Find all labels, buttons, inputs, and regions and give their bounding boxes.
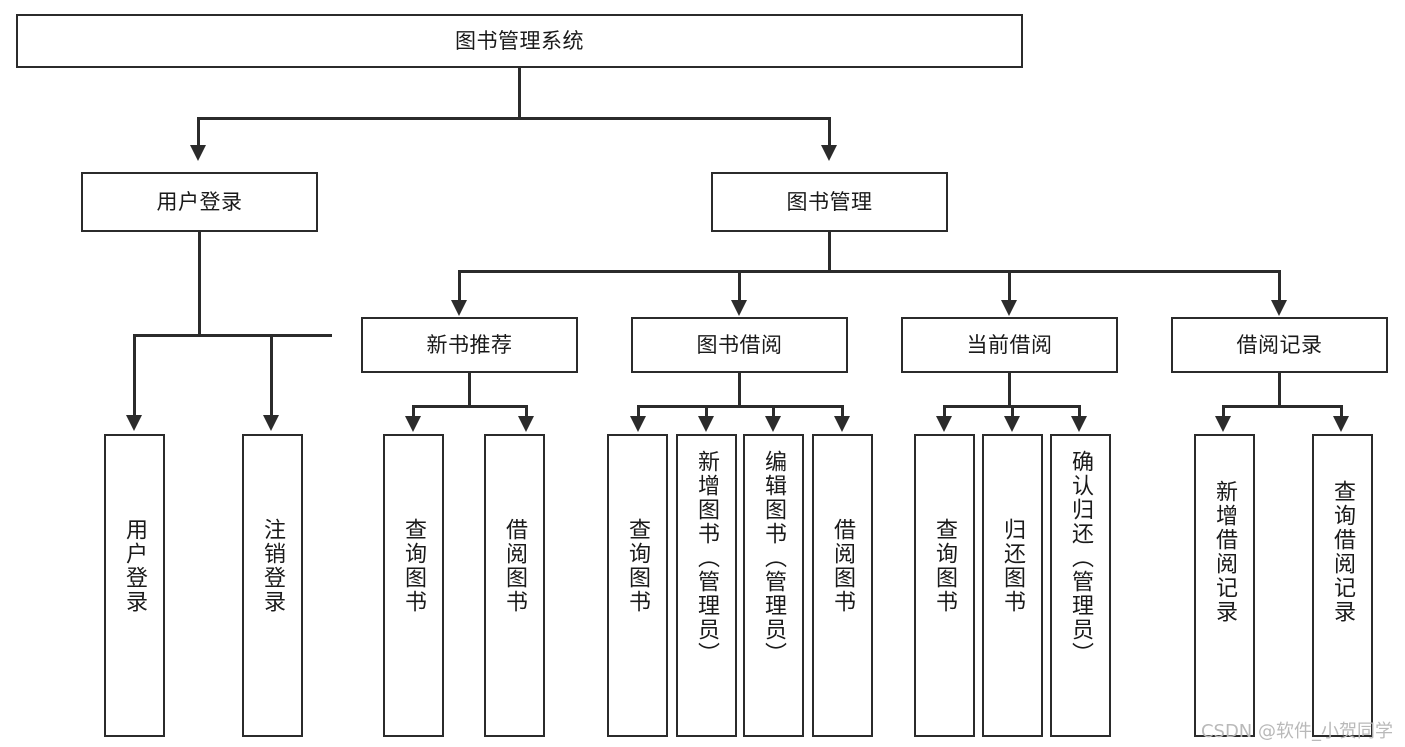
arrow-to-new-book-recommend — [451, 300, 467, 316]
arrow-to-leaf-logout — [263, 415, 279, 431]
connector-cb-to-leaf-2 — [1078, 405, 1081, 417]
arrow-to-book-management — [821, 145, 837, 161]
connector-borrow-record-bus — [1222, 405, 1342, 408]
node-label: 当前借阅 — [966, 332, 1053, 357]
connector-bb-to-leaf-0 — [637, 405, 640, 417]
arrow-to-leaf-add-record — [1215, 416, 1231, 432]
node-label: 查询图书 — [932, 518, 958, 614]
leaf-borrow-book-borrow[interactable]: 借阅图书 — [812, 434, 873, 737]
connector-bm-to-current-borrow — [1008, 270, 1011, 301]
connector-book-borrow-stem — [738, 373, 741, 407]
connector-user-login-to-leaf-0 — [133, 334, 136, 416]
arrow-to-current-borrow — [1001, 300, 1017, 316]
connector-cb-to-leaf-1 — [1011, 405, 1014, 417]
arrow-to-user-login — [190, 145, 206, 161]
connector-book-management-stem — [828, 232, 831, 272]
node-root-book-management-system[interactable]: 图书管理系统 — [16, 14, 1023, 68]
leaf-add-book-admin[interactable]: 新增图书（管理员） — [676, 434, 737, 737]
leaf-add-borrow-record[interactable]: 新增借阅记录 — [1194, 434, 1255, 737]
node-label: 借阅图书 — [502, 518, 528, 614]
leaf-confirm-return-admin[interactable]: 确认归还（管理员） — [1050, 434, 1111, 737]
arrow-to-leaf-user-login — [126, 415, 142, 431]
connector-bb-to-leaf-2 — [772, 405, 775, 417]
connector-new-book-to-leaf-1 — [525, 405, 528, 417]
arrow-to-leaf-edit-book — [765, 416, 781, 432]
arrow-to-leaf-borrow-book-2 — [834, 416, 850, 432]
connector-root-bus — [197, 117, 831, 120]
node-book-management[interactable]: 图书管理 — [711, 172, 948, 232]
leaf-user-login[interactable]: 用户登录 — [104, 434, 165, 737]
connector-br-to-leaf-1 — [1340, 405, 1343, 417]
leaf-query-book-current[interactable]: 查询图书 — [914, 434, 975, 737]
leaf-query-borrow-record[interactable]: 查询借阅记录 — [1312, 434, 1373, 737]
connector-user-login-to-leaf-1 — [270, 334, 273, 416]
connector-new-book-to-leaf-0 — [412, 405, 415, 417]
connector-user-login-stem — [198, 232, 201, 336]
connector-bm-to-book-borrow — [738, 270, 741, 301]
arrow-to-borrow-record — [1271, 300, 1287, 316]
node-label: 查询借阅记录 — [1330, 480, 1356, 624]
connector-root-to-user-login — [197, 117, 200, 145]
arrow-to-leaf-query-book-3 — [936, 416, 952, 432]
connector-user-login-bus — [133, 334, 332, 337]
node-borrow-record[interactable]: 借阅记录 — [1171, 317, 1388, 373]
node-label: 借阅图书 — [830, 518, 856, 614]
node-label: 查询图书 — [401, 518, 427, 614]
connector-borrow-record-stem — [1278, 373, 1281, 407]
connector-cb-to-leaf-0 — [943, 405, 946, 417]
node-label: 用户登录 — [156, 189, 243, 214]
connector-bm-to-borrow-record — [1278, 270, 1281, 301]
node-label: 查询图书 — [625, 518, 651, 614]
connector-bm-to-new-book — [458, 270, 461, 301]
arrow-to-leaf-query-record — [1333, 416, 1349, 432]
node-label: 用户登录 — [122, 518, 148, 614]
leaf-return-book[interactable]: 归还图书 — [982, 434, 1043, 737]
leaf-borrow-book-recommend[interactable]: 借阅图书 — [484, 434, 545, 737]
arrow-to-book-borrow — [731, 300, 747, 316]
connector-book-borrow-bus — [637, 405, 843, 408]
node-label: 新增借阅记录 — [1212, 480, 1238, 624]
connector-br-to-leaf-0 — [1222, 405, 1225, 417]
leaf-query-book-recommend[interactable]: 查询图书 — [383, 434, 444, 737]
leaf-logout[interactable]: 注销登录 — [242, 434, 303, 737]
node-book-borrow[interactable]: 图书借阅 — [631, 317, 848, 373]
node-label: 编辑图书（管理员） — [761, 450, 787, 666]
node-label: 借阅记录 — [1236, 332, 1323, 357]
connector-new-book-bus — [412, 405, 527, 408]
connector-new-book-stem — [468, 373, 471, 407]
node-label: 图书管理 — [786, 189, 873, 214]
node-label: 图书管理系统 — [455, 28, 584, 53]
arrow-to-leaf-borrow-book-1 — [518, 416, 534, 432]
node-new-book-recommend[interactable]: 新书推荐 — [361, 317, 578, 373]
node-user-login[interactable]: 用户登录 — [81, 172, 318, 232]
connector-root-stem — [518, 68, 521, 118]
connector-bb-to-leaf-3 — [841, 405, 844, 417]
arrow-to-leaf-add-book — [698, 416, 714, 432]
connector-current-borrow-stem — [1008, 373, 1011, 407]
connector-root-to-book-management — [828, 117, 831, 145]
leaf-query-book-borrow[interactable]: 查询图书 — [607, 434, 668, 737]
node-label: 图书借阅 — [696, 332, 783, 357]
arrow-to-leaf-return-book — [1004, 416, 1020, 432]
leaf-edit-book-admin[interactable]: 编辑图书（管理员） — [743, 434, 804, 737]
connector-book-management-bus — [458, 270, 1280, 273]
node-label: 确认归还（管理员） — [1068, 450, 1094, 666]
node-label: 新书推荐 — [426, 332, 513, 357]
arrow-to-leaf-query-book-2 — [630, 416, 646, 432]
node-label: 新增图书（管理员） — [694, 450, 720, 666]
arrow-to-leaf-query-book-1 — [405, 416, 421, 432]
node-label: 归还图书 — [1000, 518, 1026, 614]
connector-bb-to-leaf-1 — [705, 405, 708, 417]
node-current-borrow[interactable]: 当前借阅 — [901, 317, 1118, 373]
arrow-to-leaf-confirm-return — [1071, 416, 1087, 432]
node-label: 注销登录 — [260, 518, 286, 614]
